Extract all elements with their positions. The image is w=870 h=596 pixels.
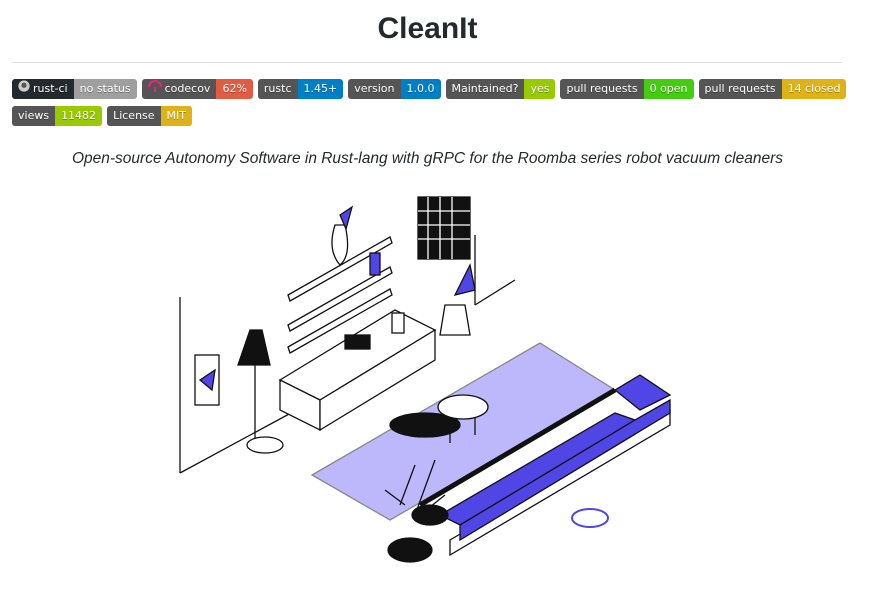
roomba-living-room-illustration bbox=[179, 196, 672, 563]
badge-rustc[interactable]: rustc 1.45+ bbox=[257, 79, 344, 99]
badge-codecov[interactable]: codecov 62% bbox=[141, 79, 253, 99]
badge-pull-requests[interactable]: pull requests 0 open bbox=[560, 79, 694, 99]
floor-lamp bbox=[237, 329, 284, 454]
badge-label-text: Maintained? bbox=[451, 82, 519, 95]
sofa bbox=[418, 374, 672, 557]
badge-label: version bbox=[348, 79, 401, 99]
codecov-icon bbox=[147, 79, 162, 99]
badge-value: 1.0.0 bbox=[400, 79, 441, 99]
github-icon bbox=[18, 79, 30, 99]
shelves bbox=[287, 236, 393, 354]
badge-label-text: pull requests bbox=[566, 82, 638, 95]
badge-label: Maintained? bbox=[445, 79, 525, 99]
badge-label: codecov bbox=[141, 79, 217, 99]
badge-value: 11482 bbox=[55, 106, 103, 126]
badge-pull-requests[interactable]: pull requests 14 closed bbox=[698, 79, 847, 99]
badge-label-text: codecov bbox=[164, 82, 211, 95]
badge-label: views bbox=[12, 106, 56, 126]
divider bbox=[12, 62, 842, 63]
badge-label: rustc bbox=[257, 79, 298, 99]
badge-rust-ci[interactable]: rust-ci no status bbox=[12, 79, 137, 99]
page-title: CleanIt bbox=[377, 12, 478, 45]
badge-label-text: version bbox=[354, 82, 395, 95]
badge-license[interactable]: License MIT bbox=[107, 106, 193, 126]
cabinet bbox=[278, 309, 437, 432]
badge-maintained[interactable]: Maintained? yes bbox=[445, 79, 556, 99]
badge-value: 1.45+ bbox=[297, 79, 344, 99]
badge-label: License bbox=[107, 106, 161, 126]
coffee-table bbox=[389, 394, 489, 443]
badge-version[interactable]: version 1.0.0 bbox=[348, 79, 441, 99]
badge-label-text: views bbox=[18, 109, 50, 122]
badge-value: yes bbox=[524, 79, 556, 99]
badge-views[interactable]: views 11482 bbox=[12, 106, 103, 126]
badges-row-2: views 11482 License MIT bbox=[12, 106, 193, 126]
badge-label: rust-ci bbox=[12, 79, 74, 99]
picture-frame bbox=[194, 354, 220, 406]
roomba-robot bbox=[571, 508, 609, 528]
badge-label-text: pull requests bbox=[704, 82, 776, 95]
badge-label: pull requests bbox=[560, 79, 644, 99]
badge-value: MIT bbox=[160, 106, 193, 126]
badge-value: 0 open bbox=[643, 79, 694, 99]
badge-label: pull requests bbox=[698, 79, 782, 99]
badge-value: 14 closed bbox=[781, 79, 847, 99]
tagline: Open-source Autonomy Software in Rust-la… bbox=[71, 150, 784, 167]
badge-value: no status bbox=[73, 79, 137, 99]
plants bbox=[331, 205, 476, 563]
badge-label-text: rustc bbox=[263, 82, 292, 95]
badge-value: 62% bbox=[216, 79, 253, 99]
badge-label-text: License bbox=[113, 109, 155, 122]
badge-label-text: rust-ci bbox=[33, 82, 68, 95]
window bbox=[417, 196, 471, 260]
